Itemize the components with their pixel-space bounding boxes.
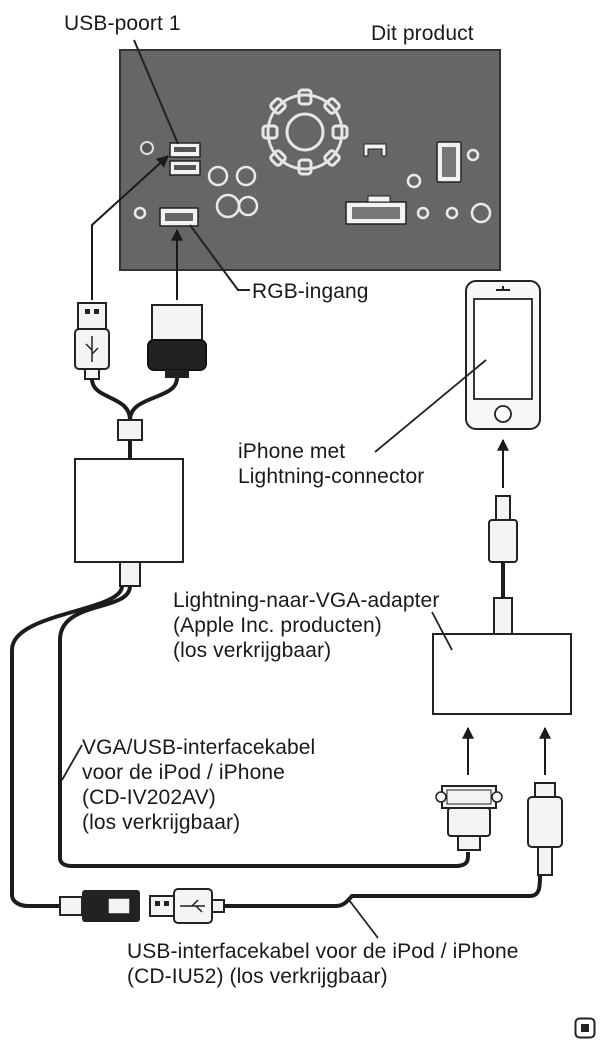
rgb-plug xyxy=(147,304,207,378)
usb-lightning-cable xyxy=(224,875,542,908)
product-back-panel xyxy=(119,49,501,271)
lightning-vga-adapter xyxy=(432,495,572,715)
interface-box xyxy=(74,419,184,587)
usb-port-1-label: USB-poort 1 xyxy=(64,12,181,35)
harness-connector xyxy=(345,195,407,225)
rgb-input-leader-line xyxy=(189,224,250,291)
usb-male-plug xyxy=(149,888,225,924)
usb-female-connector xyxy=(59,890,140,922)
adapter-leader-line xyxy=(431,611,453,651)
iphone-device xyxy=(465,280,541,430)
usb-port-2-socket xyxy=(169,160,201,176)
vga-cable-leader-line xyxy=(61,744,83,781)
usb-trident-icon xyxy=(85,336,99,362)
usb-branch-cable xyxy=(10,585,124,908)
usb-cable-leader-line xyxy=(348,899,379,939)
usb-trident-icon xyxy=(180,899,205,913)
end-square-icon xyxy=(574,1017,596,1039)
antenna-connector xyxy=(363,143,387,157)
usb-port-1-socket xyxy=(169,142,201,158)
product-label: Dit product xyxy=(371,22,474,45)
usb-port-leader-line xyxy=(133,39,179,145)
adapter-label: Lightning-naar-VGA-adapter (Apple Inc. p… xyxy=(173,589,440,662)
db-connector xyxy=(436,141,462,183)
usb-cable-label: USB-interfacekabel voor de iPod / iPhone… xyxy=(127,940,519,988)
av-jacks xyxy=(133,148,492,224)
vga-plug xyxy=(435,785,503,851)
cooling-fan-icon xyxy=(261,88,349,176)
vga-usb-interface-cable xyxy=(58,585,471,868)
iphone-label: iPhone met Lightning-connector xyxy=(238,440,425,488)
lightning-plug-bottom xyxy=(527,782,563,876)
iphone-leader-line xyxy=(374,359,487,453)
rgb-input-socket xyxy=(159,207,199,227)
usb-a-plug xyxy=(74,302,110,380)
usb-plug-arrow xyxy=(91,155,169,300)
y-cable xyxy=(90,377,179,421)
vga-cable-label: VGA/USB-interfacekabel voor de iPod / iP… xyxy=(82,736,316,834)
rgb-input-label: RGB-ingang xyxy=(252,280,369,303)
